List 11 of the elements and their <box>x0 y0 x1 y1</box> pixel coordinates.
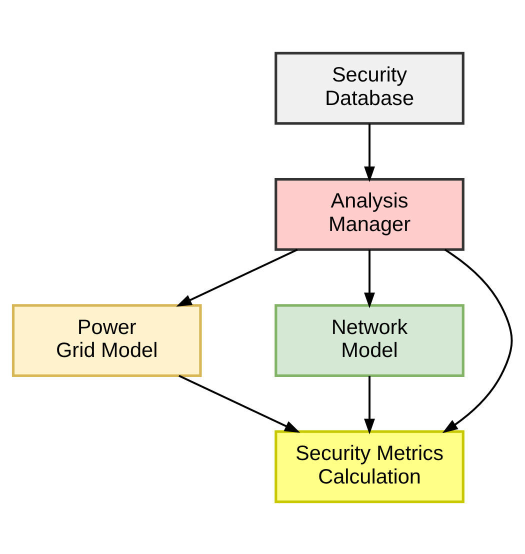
arrow <box>442 248 513 433</box>
node-box: Power Grid Model <box>12 304 202 376</box>
arrow <box>364 375 375 434</box>
arrow <box>364 123 375 182</box>
arrow <box>178 374 300 432</box>
node-box: Network Model <box>274 304 464 376</box>
node-box: Security Metrics Calculation <box>274 430 464 503</box>
arrow <box>176 248 298 306</box>
node-box: Security Database <box>274 51 464 124</box>
node-box: Analysis Manager <box>274 178 464 250</box>
arrow <box>364 249 375 308</box>
